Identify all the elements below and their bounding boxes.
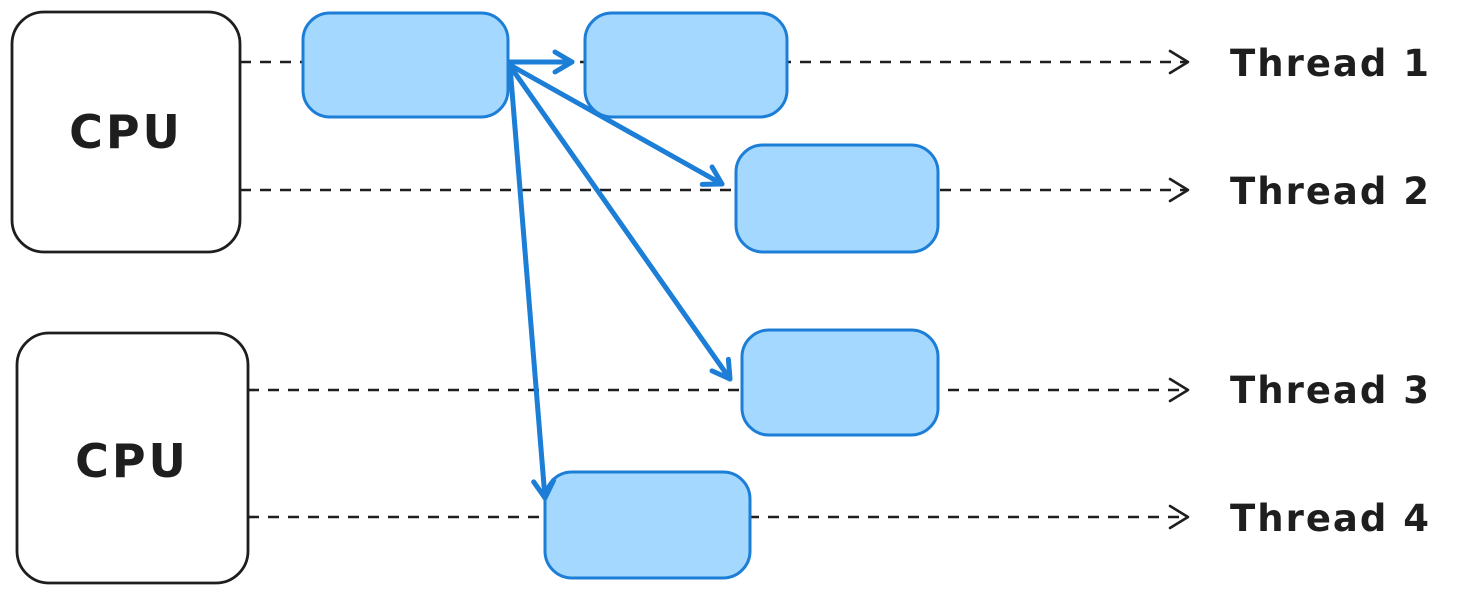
task-block-thread1-source xyxy=(301,11,510,119)
cpu-box-1 xyxy=(10,10,242,254)
arrow-to-thread3-block xyxy=(507,63,733,382)
thread4-label: Thread 4 xyxy=(1230,497,1431,540)
cpu2-label: CPU xyxy=(75,434,189,488)
thread1-label: Thread 1 xyxy=(1230,42,1431,85)
arrow-to-thread2-block xyxy=(507,62,725,187)
arrow-to-thread4-block xyxy=(507,63,557,501)
cpu-box-2 xyxy=(15,331,250,585)
task-block-thread4 xyxy=(543,470,752,580)
task-block-thread3 xyxy=(740,328,940,437)
cpu1-label: CPU xyxy=(69,105,183,159)
task-block-thread2 xyxy=(734,143,940,254)
task-block-thread1-next xyxy=(583,11,789,119)
thread3-label: Thread 3 xyxy=(1230,369,1431,412)
thread2-label: Thread 2 xyxy=(1230,170,1431,213)
